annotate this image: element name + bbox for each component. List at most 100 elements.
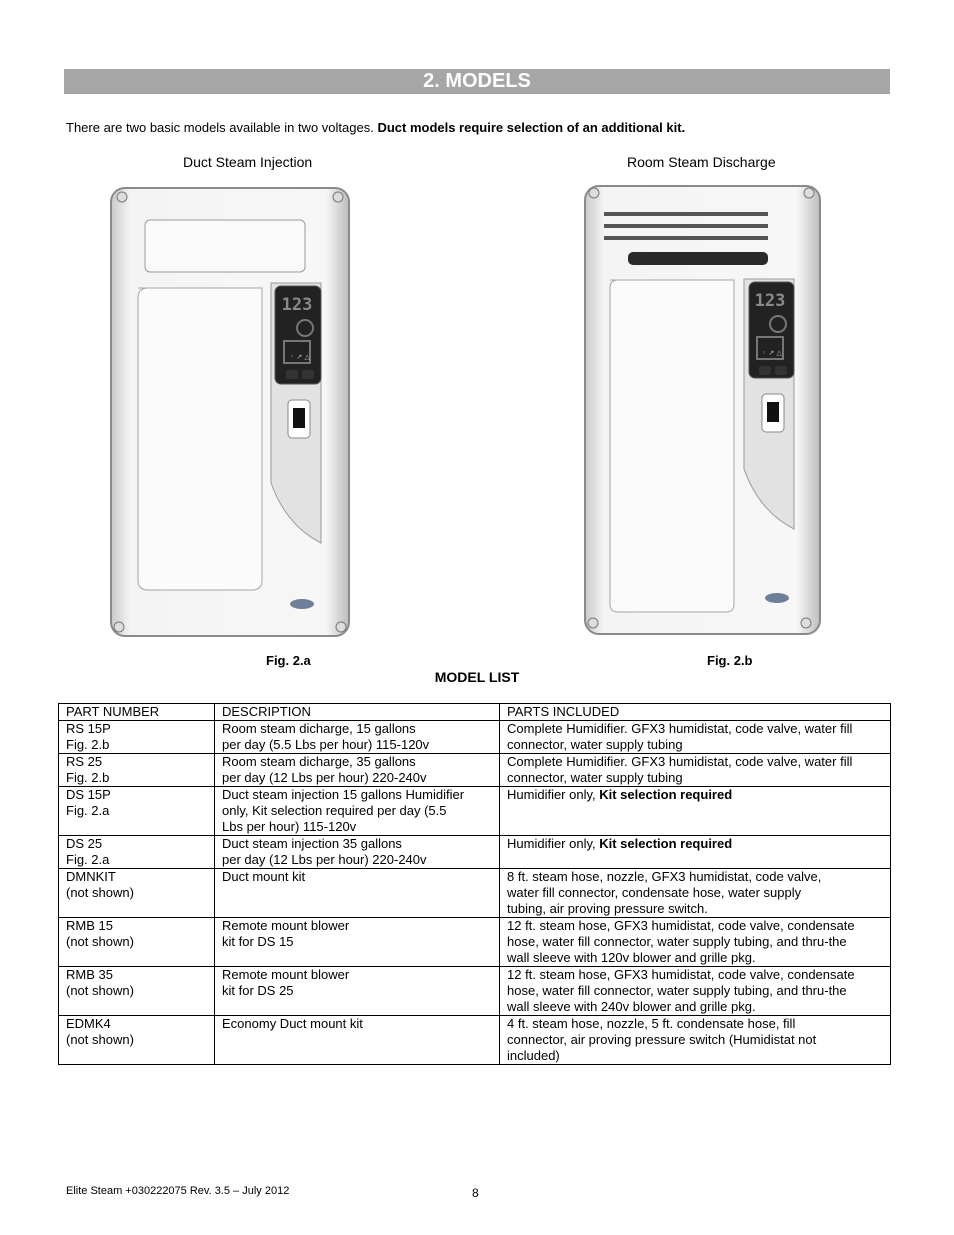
parts-included-cell-line: hose, water fill connector, water supply… xyxy=(507,934,847,949)
description-cell-line: per day (12 Lbs per hour) 220-240v xyxy=(222,770,427,785)
intro-bold-text: Duct models require selection of an addi… xyxy=(377,120,686,135)
column-header-description: DESCRIPTION xyxy=(214,703,500,721)
parts-included-cell-line: water fill connector, condensate hose, w… xyxy=(507,885,802,900)
screw-icon xyxy=(116,191,128,203)
parts-included-cell-line: Humidifier only, xyxy=(507,836,600,851)
parts-included-cell: Humidifier only, Kit selection required xyxy=(499,786,891,836)
part-number-cell-line: DS 25 xyxy=(66,836,103,851)
parts-included-cell-line: wall sleeve with 120v blower and grille … xyxy=(507,950,756,965)
description-cell-line: Room steam dicharge, 35 gallons xyxy=(222,754,416,769)
power-switch-icon xyxy=(767,402,779,422)
part-number-cell-line: (not shown) xyxy=(66,934,134,949)
description-cell-line: Remote mount blower xyxy=(222,918,350,933)
screw-icon xyxy=(113,621,125,633)
unit-b-select-button xyxy=(759,366,771,375)
parts-included-cell-line: 12 ft. steam hose, GFX3 humidistat, code… xyxy=(507,918,855,933)
lcd-digits: 123 xyxy=(755,291,786,311)
figure-b-title: Room Steam Discharge xyxy=(627,154,776,170)
description-cell-line: Duct steam injection 35 gallons xyxy=(222,836,402,851)
description-cell-line: Duct steam injection 15 gallons Humidifi… xyxy=(222,787,465,802)
screw-icon xyxy=(588,187,600,199)
part-number-cell-line: DS 15P xyxy=(66,787,111,802)
part-number-cell-line: RS 15P xyxy=(66,721,111,736)
description-cell-line: Duct mount kit xyxy=(222,869,306,884)
part-number-cell-line: Fig. 2.a xyxy=(66,803,110,818)
footer-document-id: Elite Steam +030222075 Rev. 3.5 – July 2… xyxy=(66,1185,290,1197)
description-cell-line: Economy Duct mount kit xyxy=(222,1016,363,1031)
unit-a-knob-symbols: ◦ ↗ △ xyxy=(290,353,310,361)
unit-a-top-panel xyxy=(144,219,306,273)
section-title: 2. MODELS xyxy=(64,69,890,94)
column-header-part-number: PART NUMBER xyxy=(58,703,215,721)
unit-b-knob-symbols: ◦ ↗ △ xyxy=(762,349,782,357)
screw-icon xyxy=(800,617,812,629)
parts-included-cell-line: 4 ft. steam hose, nozzle, 5 ft. condensa… xyxy=(507,1016,796,1031)
part-number-cell-line: (not shown) xyxy=(66,1032,134,1047)
lcd-digits: 123 xyxy=(282,295,313,315)
table-header-row: PART NUMBER DESCRIPTION PARTS INCLUDED xyxy=(58,703,891,721)
parts-included-cell-line: Complete Humidifier. GFX3 humidistat, co… xyxy=(507,754,853,769)
figure-a-title: Duct Steam Injection xyxy=(183,154,313,170)
parts-included-cell-bold: Kit selection required xyxy=(599,836,733,851)
parts-included-cell-line: Humidifier only, xyxy=(507,787,600,802)
duct-steam-injection-unit-image: 123 ◦ ↗ △ xyxy=(110,187,350,637)
parts-included-cell-line: Complete Humidifier. GFX3 humidistat, co… xyxy=(507,721,853,736)
parts-included-cell-line: connector, water supply tubing xyxy=(507,770,683,785)
screw-icon xyxy=(587,617,599,629)
part-number-cell-line: (not shown) xyxy=(66,885,134,900)
room-steam-discharge-unit-image: 123 ◦ ↗ △ xyxy=(584,185,821,635)
description-cell-line: Remote mount blower xyxy=(222,967,350,982)
parts-included-cell-line-wrap: Humidifier only, Kit selection required xyxy=(507,787,883,803)
part-number-cell-line: RMB 15 xyxy=(66,918,113,933)
screw-icon xyxy=(803,187,815,199)
unit-b-front-door xyxy=(609,279,735,613)
parts-included-cell-line: connector, air proving pressure switch (… xyxy=(507,1032,817,1047)
screw-icon xyxy=(335,621,347,633)
cloud-icon xyxy=(296,319,314,337)
model-list-table: PART NUMBER DESCRIPTION PARTS INCLUDED R… xyxy=(58,703,891,1065)
parts-included-cell-bold: Kit selection required xyxy=(599,787,733,802)
intro-paragraph: There are two basic models available in … xyxy=(66,120,685,135)
screw-icon xyxy=(332,191,344,203)
parts-included-cell-line: hose, water fill connector, water supply… xyxy=(507,983,847,998)
model-list-title: MODEL LIST xyxy=(434,669,520,685)
figure-b-label: Fig. 2.b xyxy=(707,653,753,668)
part-number-cell-line: Fig. 2.b xyxy=(66,737,110,752)
description-cell-line: kit for DS 25 xyxy=(222,983,294,998)
part-number-cell-line: (not shown) xyxy=(66,983,134,998)
parts-included-cell-line: 12 ft. steam hose, GFX3 humidistat, code… xyxy=(507,967,855,982)
part-number-cell-line: Fig. 2.b xyxy=(66,770,110,785)
part-number-cell-line: RMB 35 xyxy=(66,967,113,982)
intro-text: There are two basic models available in … xyxy=(66,120,378,135)
part-number-cell: RMB 35(not shown) xyxy=(58,966,215,1016)
unit-b-enter-button xyxy=(775,366,787,375)
description-cell-line: kit for DS 15 xyxy=(222,934,294,949)
part-number-cell: RMB 15(not shown) xyxy=(58,917,215,967)
parts-included-cell: Complete Humidifier. GFX3 humidistat, co… xyxy=(499,720,891,754)
page-number: 8 xyxy=(472,1186,479,1200)
unit-a-front-door xyxy=(137,287,263,591)
cloud-icon xyxy=(769,315,787,333)
brand-logo-badge xyxy=(290,599,314,609)
parts-included-cell-line: 8 ft. steam hose, nozzle, GFX3 humidista… xyxy=(507,869,822,884)
description-cell-line: Room steam dicharge, 15 gallons xyxy=(222,721,416,736)
parts-included-cell-line: tubing, air proving pressure switch. xyxy=(507,901,708,916)
part-number-cell-line: RS 25 xyxy=(66,754,103,769)
description-cell: Economy Duct mount kit xyxy=(214,1015,500,1065)
part-number-cell-line: Fig. 2.a xyxy=(66,852,110,867)
parts-included-cell: 4 ft. steam hose, nozzle, 5 ft. condensa… xyxy=(499,1015,891,1065)
